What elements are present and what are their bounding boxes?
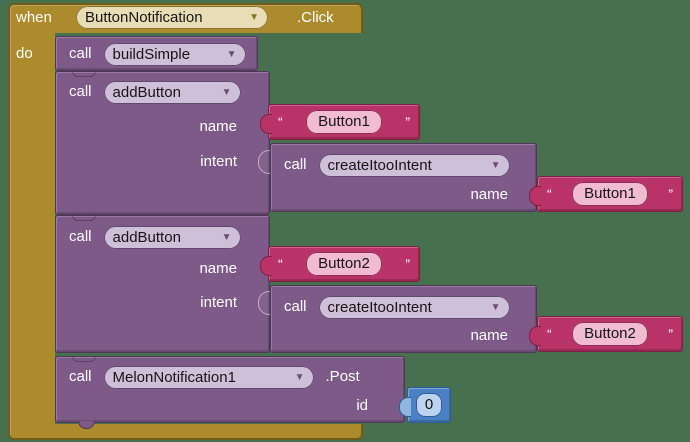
arg-label-id: id [356,397,368,414]
call-keyword: call [284,298,307,315]
arg-label-name: name [199,118,237,135]
text-block-button1[interactable]: “ Button1 ” [260,104,420,140]
chevron-down-icon: ▼ [490,159,501,171]
number-field[interactable]: 0 [415,393,443,417]
open-quote: “ [278,114,283,130]
procedure-dropdown-buildsimple[interactable]: buildSimple ▼ [103,42,246,66]
open-quote: “ [547,186,552,202]
arg-label-intent: intent [200,153,237,170]
component-dropdown-melonnotification1[interactable]: MelonNotification1 ▼ [103,365,314,389]
chevron-down-icon: ▼ [294,371,305,383]
text-field[interactable]: Button1 [572,182,648,206]
call-keyword: call [69,83,92,100]
close-quote: ” [668,326,673,342]
procedure-dropdown-addbutton[interactable]: addButton ▼ [103,225,241,249]
close-quote: ” [405,114,410,130]
chevron-down-icon: ▼ [249,12,259,23]
arg-label-name: name [470,327,508,344]
open-quote: “ [547,326,552,342]
method-label: .Post [325,368,360,385]
dropdown-value: addButton [112,228,181,246]
arg-label-name: name [470,186,508,203]
call-addbutton-block-1[interactable]: call addButton ▼ name intent [55,71,270,215]
dropdown-value: ButtonNotification [85,9,203,26]
intent-socket [258,150,270,174]
dropdown-value: createItooIntent [327,298,432,316]
call-keyword: call [69,368,92,385]
chevron-down-icon: ▼ [221,86,232,98]
text-block-button1[interactable]: “ Button1 ” [529,176,683,212]
number-block-0[interactable]: 0 [399,387,451,423]
text-field[interactable]: Button2 [572,322,648,346]
arg-label-intent: intent [200,294,237,311]
call-melonnotification-post-block[interactable]: call MelonNotification1 ▼ .Post id [55,356,405,423]
dropdown-value: buildSimple [112,45,191,63]
close-quote: ” [405,256,410,272]
call-keyword: call [284,156,307,173]
dropdown-value: MelonNotification1 [112,368,236,386]
call-addbutton-block-2[interactable]: call addButton ▼ name intent [55,215,270,353]
arg-label-name: name [199,260,237,277]
do-label: do [16,45,33,62]
value-plug [529,326,541,346]
intent-socket [258,291,270,315]
value-plug [399,397,411,417]
chevron-down-icon: ▼ [221,231,232,243]
value-plug [260,114,272,134]
block-notch [72,356,96,362]
chevron-down-icon: ▼ [226,48,237,60]
chevron-down-icon: ▼ [490,301,501,313]
call-buildsimple-block[interactable]: call buildSimple ▼ [55,36,258,71]
procedure-dropdown-createitoointent[interactable]: createItooIntent ▼ [318,153,510,177]
dropdown-value: createItooIntent [327,156,432,174]
block-notch [72,215,96,221]
text-field[interactable]: Button2 [306,252,382,276]
text-block-button2[interactable]: “ Button2 ” [529,316,683,352]
text-field[interactable]: Button1 [306,110,382,134]
text-block-button2[interactable]: “ Button2 ” [260,246,420,282]
dropdown-value: addButton [112,83,181,101]
call-createitoointent-block-2[interactable]: call createItooIntent ▼ name [270,285,537,353]
call-createitoointent-block-1[interactable]: call createItooIntent ▼ name [270,143,537,212]
block-notch [72,71,96,77]
call-keyword: call [69,228,92,245]
when-keyword: when [16,9,52,26]
call-keyword: call [69,45,92,62]
event-name-label: .Click [297,9,334,26]
open-quote: “ [278,256,283,272]
procedure-dropdown-addbutton[interactable]: addButton ▼ [103,80,241,104]
close-quote: ” [668,186,673,202]
value-plug [529,186,541,206]
value-plug [260,256,272,276]
procedure-dropdown-createitoointent[interactable]: createItooIntent ▼ [318,295,510,319]
component-dropdown-buttonnotification[interactable]: ButtonNotification ▼ [76,6,268,29]
